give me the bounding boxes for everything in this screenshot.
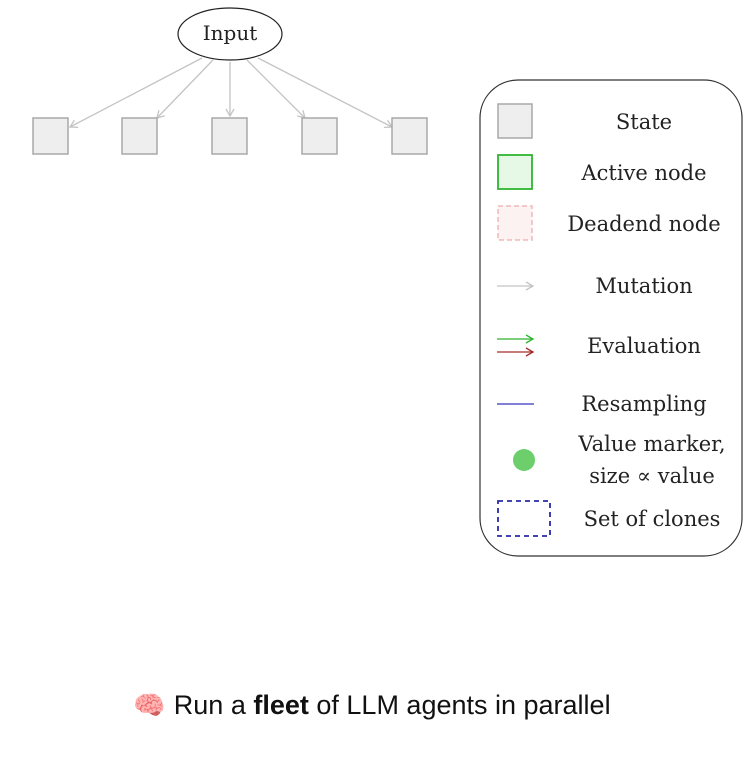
caption-text-after: of LLM agents in parallel [308,690,611,720]
child-nodes [32,117,428,155]
legend-value-dot [513,449,535,471]
caption-text-before: Run a [173,690,254,720]
legend-clones-symbol [497,500,551,537]
legend-evaluation-label: Evaluation [587,334,701,358]
legend-deadend-symbol [497,205,533,241]
diagram-canvas: Input State Active node Deadend node Mut… [32,7,743,557]
brain-icon: 🧠 [133,691,166,721]
legend-frame [479,79,743,557]
legend-value-label-line1: Value marker, [577,432,725,456]
edge-1 [68,57,203,128]
legend-value-label-line2: size ∝ value [589,464,715,488]
root-label: Input [203,21,258,45]
legend-clones-label: Set of clones [584,507,721,531]
legend-active-label: Active node [580,161,706,185]
state-node-5 [391,117,428,155]
caption: 🧠Run a fleet of LLM agents in parallel [0,690,744,721]
edge-5 [257,57,394,129]
caption-bold-word: fleet [253,690,309,720]
legend-state-symbol [497,103,533,139]
state-node-3 [211,117,248,155]
legend: State Active node Deadend node Mutation … [479,79,743,557]
legend-deadend-label: Deadend node [567,212,720,236]
edge-2 [156,59,214,119]
state-node-4 [301,117,338,155]
legend-resampling-label: Resampling [581,392,706,416]
root-node: Input [177,7,283,61]
tree-edges [68,57,394,129]
legend-active-symbol [497,154,533,190]
state-node-1 [32,117,69,155]
legend-mutation-label: Mutation [595,274,692,298]
legend-state-label: State [616,110,672,134]
edge-4 [246,59,306,119]
state-node-2 [121,117,158,155]
